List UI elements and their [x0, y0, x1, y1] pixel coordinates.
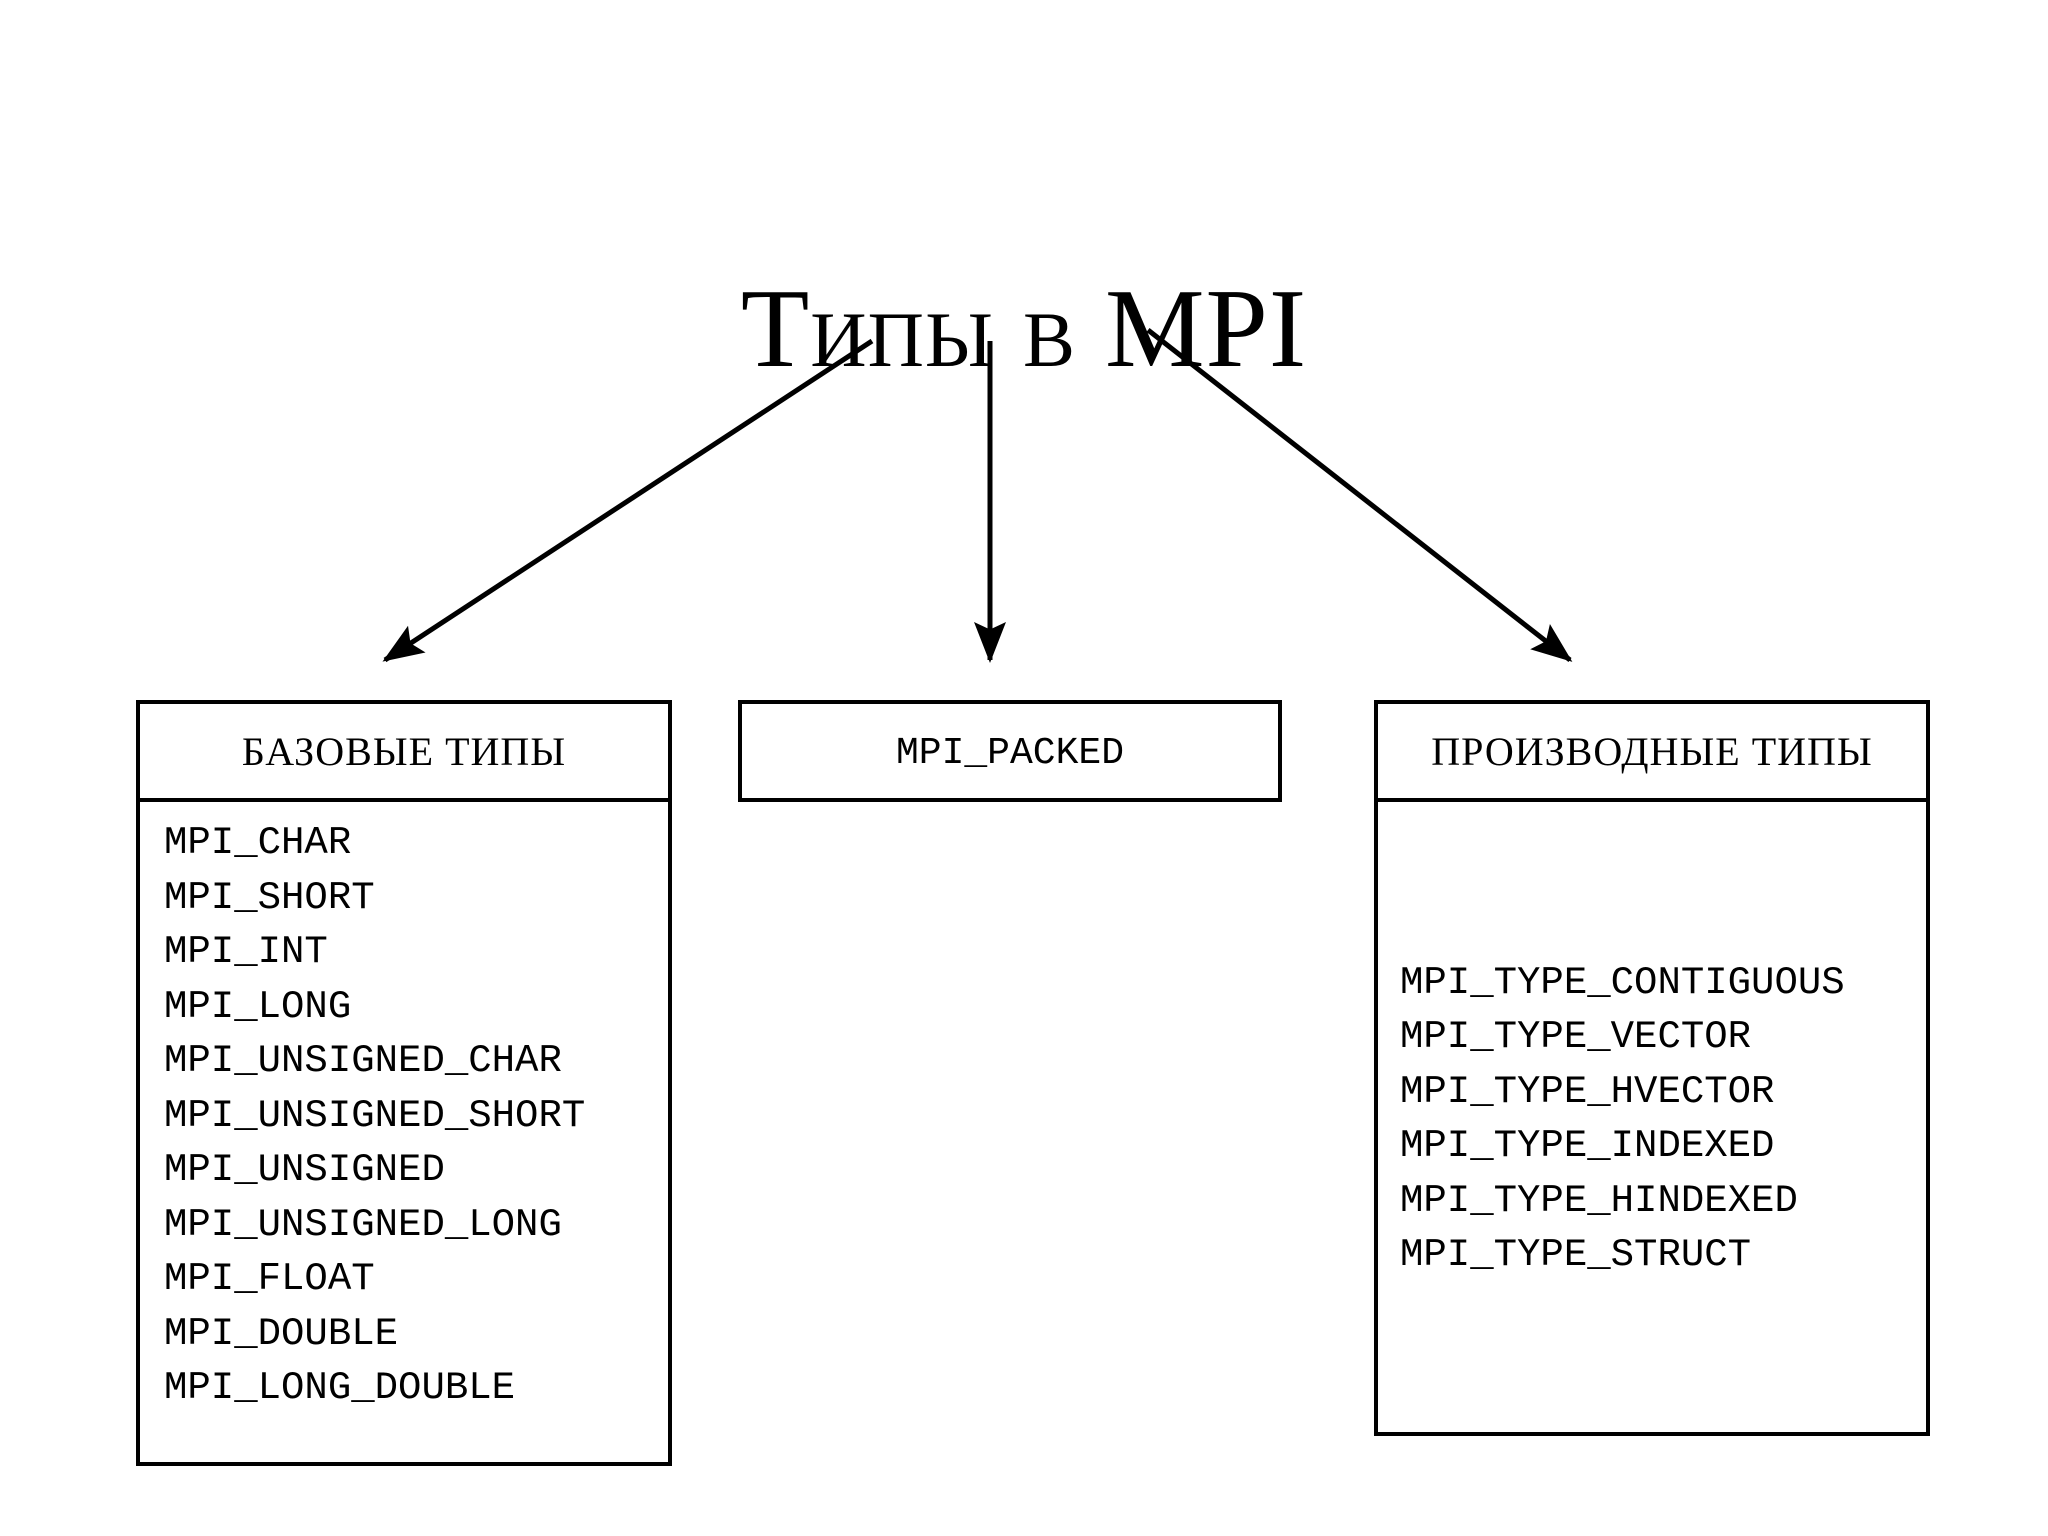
list-item: MPI_FLOAT	[164, 1257, 375, 1301]
derived-types-header: ПРОИЗВОДНЫЕ ТИПЫ	[1378, 704, 1926, 802]
derived-types-box: ПРОИЗВОДНЫЕ ТИПЫ MPI_TYPE_CONTIGUOUS MPI…	[1374, 700, 1930, 1436]
basic-types-list: MPI_CHAR MPI_SHORT MPI_INT MPI_LONG MPI_…	[140, 802, 668, 1430]
list-item: MPI_TYPE_INDEXED	[1400, 1124, 1775, 1168]
basic-types-box: БАЗОВЫЕ ТИПЫ MPI_CHAR MPI_SHORT MPI_INT …	[136, 700, 672, 1466]
list-item: MPI_TYPE_HINDEXED	[1400, 1178, 1798, 1223]
list-item: MPI_TYPE_HVECTOR	[1400, 1069, 1775, 1114]
list-item: MPI_TYPE_CONTIGUOUS	[1400, 960, 1845, 1005]
list-item: MPI_SHORT	[164, 875, 375, 920]
list-item: MPI_LONG	[164, 984, 352, 1029]
derived-types-list: MPI_TYPE_CONTIGUOUS MPI_TYPE_VECTOR MPI_…	[1378, 802, 1926, 1436]
page-title: Типы в MPI	[740, 267, 1308, 392]
packed-type-header: MPI_PACKED	[895, 731, 1125, 775]
list-item: MPI_UNSIGNED_CHAR	[164, 1039, 562, 1083]
list-item: MPI_CHAR	[164, 821, 352, 865]
list-item: MPI_UNSIGNED	[164, 1148, 445, 1192]
list-item: MPI_UNSIGNED_LONG	[164, 1202, 562, 1247]
basic-types-header: БАЗОВЫЕ ТИПЫ	[140, 704, 668, 802]
list-item: MPI_LONG_DOUBLE	[164, 1366, 516, 1410]
list-item: MPI_INT	[164, 930, 328, 974]
list-item: MPI_UNSIGNED_SHORT	[164, 1093, 586, 1138]
list-item: MPI_DOUBLE	[164, 1311, 399, 1356]
list-item: MPI_TYPE_VECTOR	[1400, 1015, 1752, 1059]
packed-type-box: MPI_PACKED	[738, 700, 1282, 802]
list-item: MPI_TYPE_STRUCT	[1400, 1233, 1752, 1277]
